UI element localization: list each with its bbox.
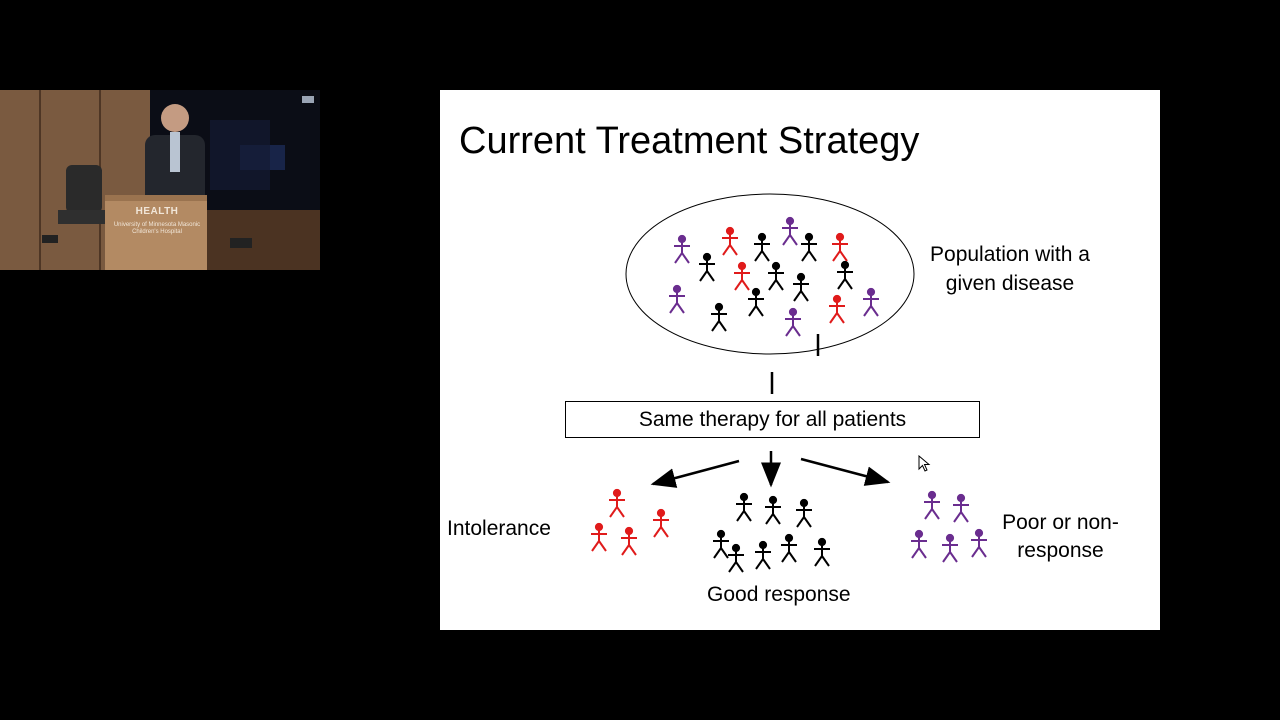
poor-response-figures [910,490,988,563]
stick-figure-icon [784,307,802,337]
stick-figure-icon [862,287,880,317]
stick-figure-icon [727,543,745,573]
therapy-box: Same therapy for all patients [565,401,980,438]
stick-figure-icon [608,488,626,518]
stick-figure-icon [590,522,608,552]
stick-figure-icon [735,492,753,522]
stick-figure-icon [970,528,988,558]
mouse-pointer-icon [918,455,931,472]
stick-figure-icon [710,302,728,332]
stick-figure-icon [764,495,782,525]
stick-figure-icon [698,252,716,282]
stick-figure-icon [781,216,799,246]
stick-figure-icon [836,260,854,290]
stick-figure-icon [780,533,798,563]
intolerance-figures [590,488,670,556]
presentation-slide: Current Treatment Strategy [440,90,1160,630]
stick-figure-icon [910,529,928,559]
stick-figure-icon [831,232,849,262]
stick-figure-icon [795,498,813,528]
stick-figure-icon [668,284,686,314]
treatment-diagram [590,193,988,573]
stick-figure-icon [753,232,771,262]
stick-figure-icon [673,234,691,264]
arrow-poor-response [800,457,891,486]
podium-logo-subtitle: University of Minnesota Masonic Children… [113,222,201,235]
stick-figure-icon [923,490,941,520]
population-ellipse [625,193,915,355]
population-figures [668,216,880,337]
arrow-intolerance [650,459,740,488]
stick-figure-icon [792,272,810,302]
speaker-video-feed: HEALTH University of Minnesota Masonic C… [0,90,320,270]
stick-figure-icon [754,540,772,570]
speaker-video-frame [0,90,320,270]
stick-figure-icon [652,508,670,538]
stick-figure-icon [952,493,970,523]
stick-figure-icon [721,226,739,256]
stick-figure-icon [712,529,730,559]
podium-logo-title: HEALTH [135,206,179,217]
stick-figure-icon [733,261,751,291]
stick-figure-icon [747,287,765,317]
good-response-label: Good response [707,583,851,606]
stick-figure-icon [828,294,846,324]
stick-figure-icon [941,533,959,563]
intolerance-label: Intolerance [447,517,551,540]
stick-figure-icon [620,526,638,556]
poor-response-label: Poor or non-response [1002,511,1119,562]
stick-figure-icon [813,537,831,567]
stick-figure-icon [800,232,818,262]
slide-title: Current Treatment Strategy [459,120,920,162]
population-label: Population with a given disease [930,243,1090,295]
good-response-figures [712,492,831,573]
stick-figure-icon [767,261,785,291]
